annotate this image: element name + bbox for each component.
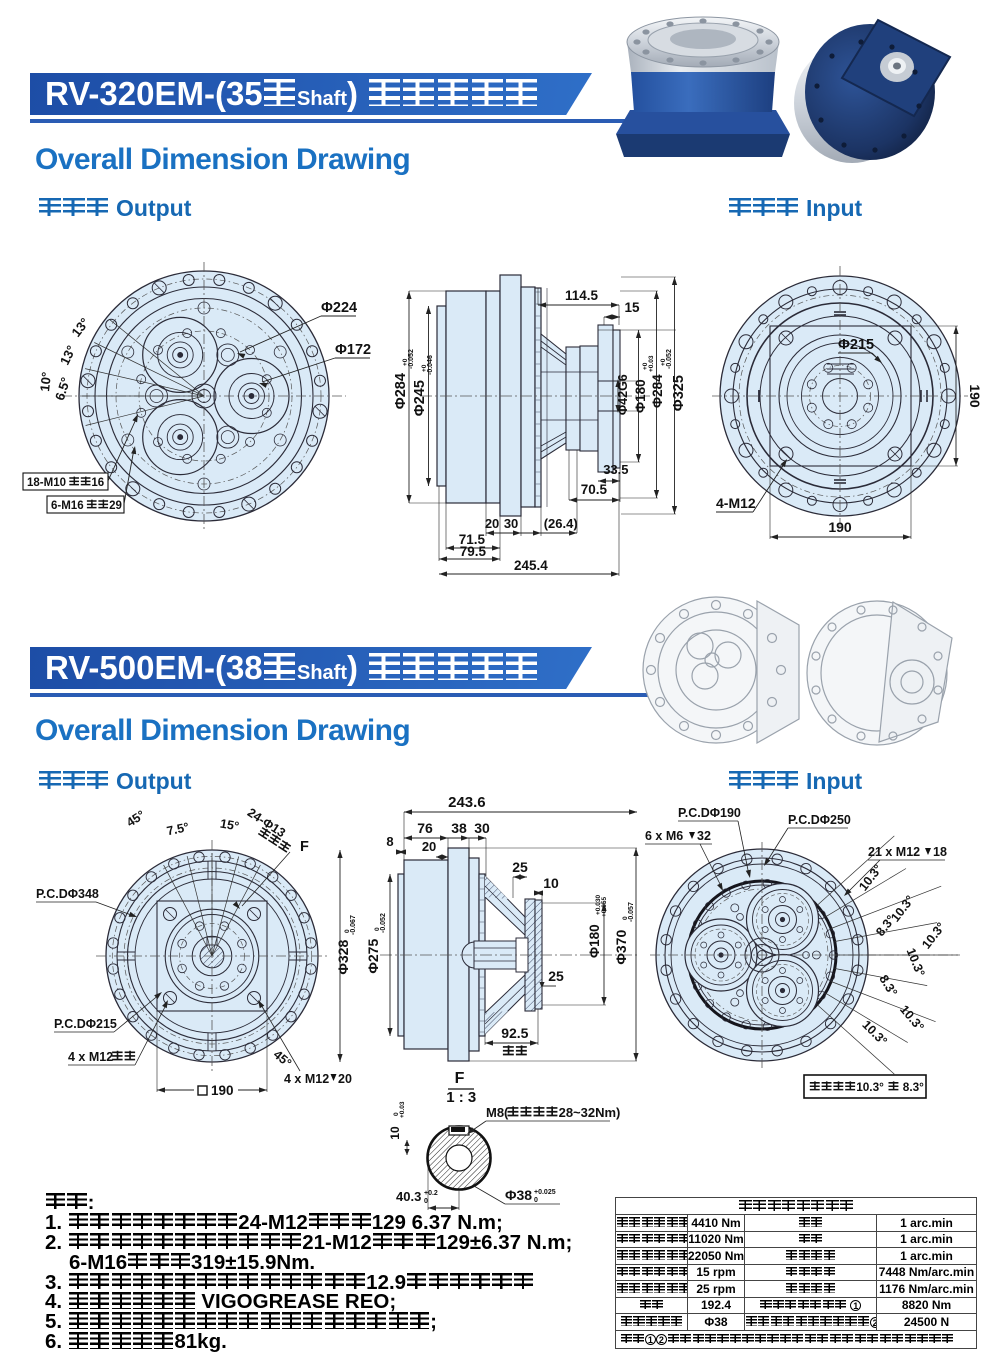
svg-text:Φ284: Φ284 [650,374,665,408]
svg-text:10.3°: 10.3° [904,946,928,978]
svg-text:(26.4): (26.4) [544,516,578,531]
svg-text:Φ38: Φ38 [505,1187,532,1203]
svg-text:+0: +0 [642,362,649,370]
svg-text:243.6: 243.6 [448,794,486,811]
svg-text:Φ172: Φ172 [335,342,371,358]
svg-text:92.5: 92.5 [501,1025,528,1041]
svg-text:-0.052: -0.052 [380,913,387,933]
svg-text:190: 190 [967,384,983,408]
svg-text:20: 20 [485,516,499,531]
svg-text:0: 0 [622,916,629,920]
svg-text:0: 0 [534,1197,538,1204]
svg-text:10°: 10° [37,371,54,392]
svg-text:+0.055: +0.055 [601,897,608,917]
svg-text:29: 29 [109,500,122,512]
svg-text:190: 190 [211,1083,234,1098]
svg-text:-0.046: -0.046 [427,355,434,375]
svg-text:+0.2: +0.2 [424,1190,438,1197]
svg-text:-0.057: -0.057 [628,902,635,922]
svg-text:0: 0 [393,1112,400,1116]
svg-text:114.5: 114.5 [565,288,599,303]
svg-text:4-M12: 4-M12 [716,495,756,511]
svg-text:0: 0 [344,929,351,933]
svg-text:-0.052: -0.052 [666,349,673,369]
svg-text:+0.030: +0.030 [595,895,602,915]
svg-text:P.C.DΦ348: P.C.DΦ348 [36,887,99,901]
svg-text:Φ224: Φ224 [321,300,357,316]
svg-text:10: 10 [388,1126,402,1140]
svg-text:P.C.DΦ250: P.C.DΦ250 [788,813,851,827]
svg-text:6.5°: 6.5° [52,375,73,402]
svg-text:+0: +0 [402,358,409,366]
svg-text:Φ245: Φ245 [412,380,428,416]
svg-text:4 x M12: 4 x M12 [68,1050,113,1064]
svg-text:76: 76 [417,820,433,836]
svg-text:8.3°: 8.3° [900,1080,925,1094]
svg-text:Φ180: Φ180 [587,924,602,958]
svg-text:10.3°: 10.3° [856,1080,887,1094]
svg-text:7.5°: 7.5° [165,820,190,838]
svg-text:20: 20 [422,839,436,854]
svg-text:4 x M12: 4 x M12 [284,1072,329,1086]
svg-text:18-M10: 18-M10 [27,477,69,489]
svg-text:40.3: 40.3 [396,1189,421,1204]
svg-text:13°: 13° [68,315,92,340]
svg-text:1 : 3: 1 : 3 [446,1089,476,1106]
svg-text:28~32Nm): 28~32Nm) [559,1105,621,1120]
svg-text:8.3°: 8.3° [876,972,900,998]
svg-text:70.5: 70.5 [581,482,608,497]
svg-text:33.5: 33.5 [603,462,628,477]
svg-text:+0: +0 [421,364,428,372]
svg-text:18: 18 [933,845,947,859]
svg-text:8: 8 [386,834,393,849]
svg-text:30: 30 [504,516,518,531]
svg-text:Φ180: Φ180 [633,379,648,413]
svg-text:+0.025: +0.025 [534,1189,556,1196]
svg-text:190: 190 [828,519,852,535]
svg-text:21 x M12: 21 x M12 [868,845,920,859]
svg-text:Φ284: Φ284 [393,373,409,409]
svg-text:P.C.DΦ190: P.C.DΦ190 [678,806,741,820]
svg-text:13°: 13° [57,343,79,367]
svg-text:Φ325: Φ325 [671,375,687,411]
svg-text:38: 38 [451,820,467,836]
svg-text:71.5: 71.5 [459,532,486,547]
svg-text:+0.03: +0.03 [648,355,655,372]
svg-text:0: 0 [424,1198,428,1205]
svg-text:25: 25 [548,968,564,984]
svg-text:10: 10 [543,875,559,891]
svg-text:15°: 15° [219,817,240,834]
svg-text:0: 0 [374,927,381,931]
svg-text:245.4: 245.4 [514,558,548,573]
svg-text:+0.03: +0.03 [399,1101,406,1118]
svg-text:6-M16: 6-M16 [51,500,87,512]
svg-text:30: 30 [474,820,490,836]
svg-text:25: 25 [512,859,528,875]
svg-text:15: 15 [625,300,641,315]
svg-text:Φ215: Φ215 [838,337,874,353]
svg-text:10.3°: 10.3° [897,1003,927,1034]
svg-text:P.C.DΦ215: P.C.DΦ215 [54,1017,117,1031]
svg-text:+0: +0 [660,358,667,366]
svg-text:M8(: M8( [486,1105,509,1120]
svg-text:Φ328: Φ328 [335,940,351,975]
svg-text:10.3°: 10.3° [919,920,948,952]
svg-text:10.3°: 10.3° [859,1018,890,1049]
svg-text:-0.052: -0.052 [408,349,415,369]
svg-text:Φ42G6: Φ42G6 [616,374,630,415]
svg-text:16: 16 [91,477,104,489]
svg-text:F: F [455,1070,465,1087]
svg-text:6 x M6: 6 x M6 [645,829,683,843]
svg-text:45°: 45° [271,1047,294,1070]
svg-text:-0.067: -0.067 [350,915,357,935]
svg-text:Φ370: Φ370 [613,930,629,965]
svg-text:45°: 45° [124,808,147,830]
svg-text:20: 20 [338,1072,352,1086]
svg-text:Φ275: Φ275 [365,939,381,974]
svg-text:32: 32 [697,829,711,843]
svg-text:79.5: 79.5 [460,544,487,559]
svg-text:F: F [300,839,309,855]
